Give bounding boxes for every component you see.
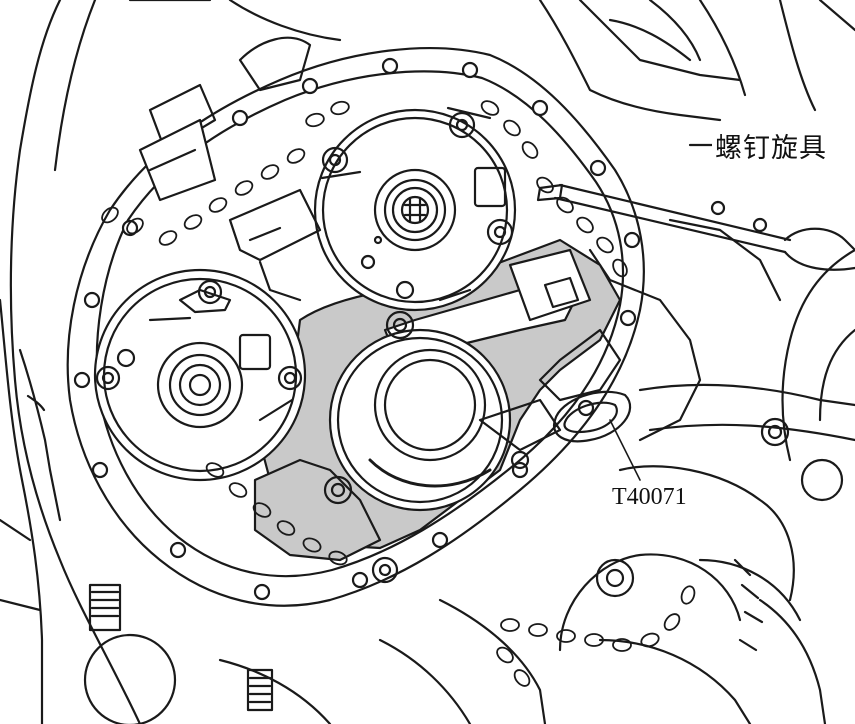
misc-bolts [18, 200, 844, 724]
cover-flange [66, 47, 645, 607]
chain-right-run [536, 176, 628, 278]
tool-callout-label: T40071 [610, 484, 689, 511]
chain-tensioner-upper [138, 36, 312, 202]
flange-bolt-holes [73, 57, 641, 601]
intermediate-sprocket [323, 280, 530, 512]
chain-lower-right [496, 585, 696, 687]
left-camshaft-sprocket [93, 268, 307, 482]
lower-sprocket [558, 553, 764, 652]
screwdriver-callout-label: 螺钉旋具 [712, 126, 830, 165]
upper-camshaft-sprocket [313, 106, 517, 312]
chain-left-run [101, 148, 306, 246]
chain-bottom-run [205, 462, 348, 566]
tool-t40071 [508, 248, 641, 481]
bearing-cap-lines [228, 188, 562, 452]
chain-top-run [305, 100, 539, 159]
timing-chain [101, 100, 696, 687]
screwdriver [536, 183, 855, 271]
